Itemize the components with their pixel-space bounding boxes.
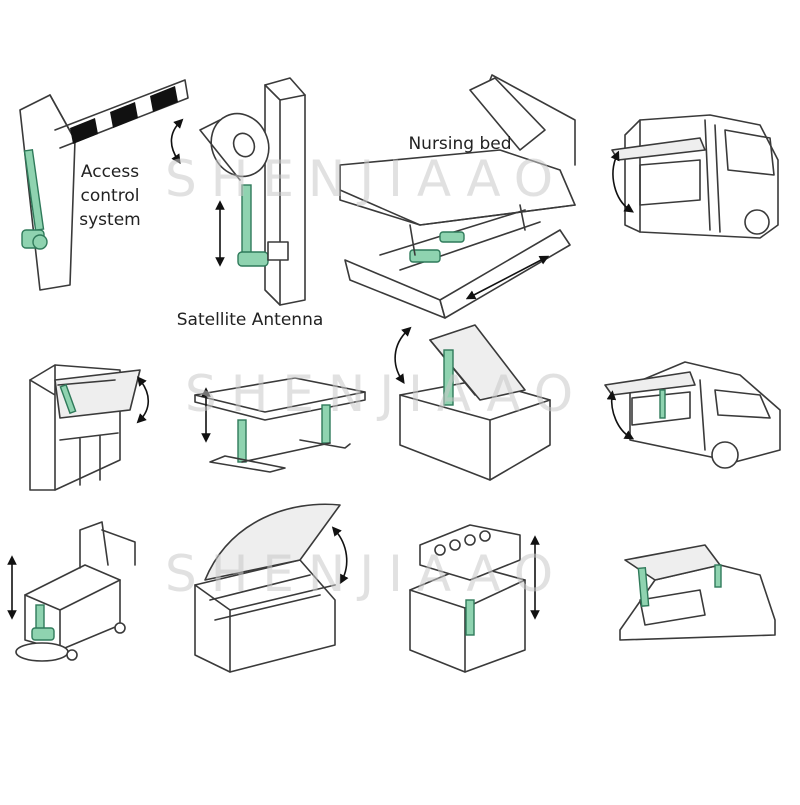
display-case-illustration [194,503,349,673]
access-control-label: Access control system [66,160,154,232]
hatch-box-illustration [394,324,551,481]
food-truck-illustration [604,361,781,469]
access-control-barrier-illustration [19,79,189,291]
floor-scrubber-illustration [7,521,136,662]
satellite-antenna-label: Satellite Antenna [176,310,324,330]
access-label-line-2: control [80,186,140,206]
cabinet-illustration [29,364,150,491]
nursing-bed-label: Nursing bed [408,134,512,154]
lifting-box-illustration [409,524,540,673]
adjustable-desk-illustration [194,377,366,473]
nursing-bed-illustration [339,74,576,319]
car-tailgate-illustration [619,544,776,641]
bus-illustration [610,114,779,239]
access-label-line-1: Access [80,162,140,182]
access-label-line-3: system [79,210,141,230]
satellite-antenna-illustration [199,77,306,306]
